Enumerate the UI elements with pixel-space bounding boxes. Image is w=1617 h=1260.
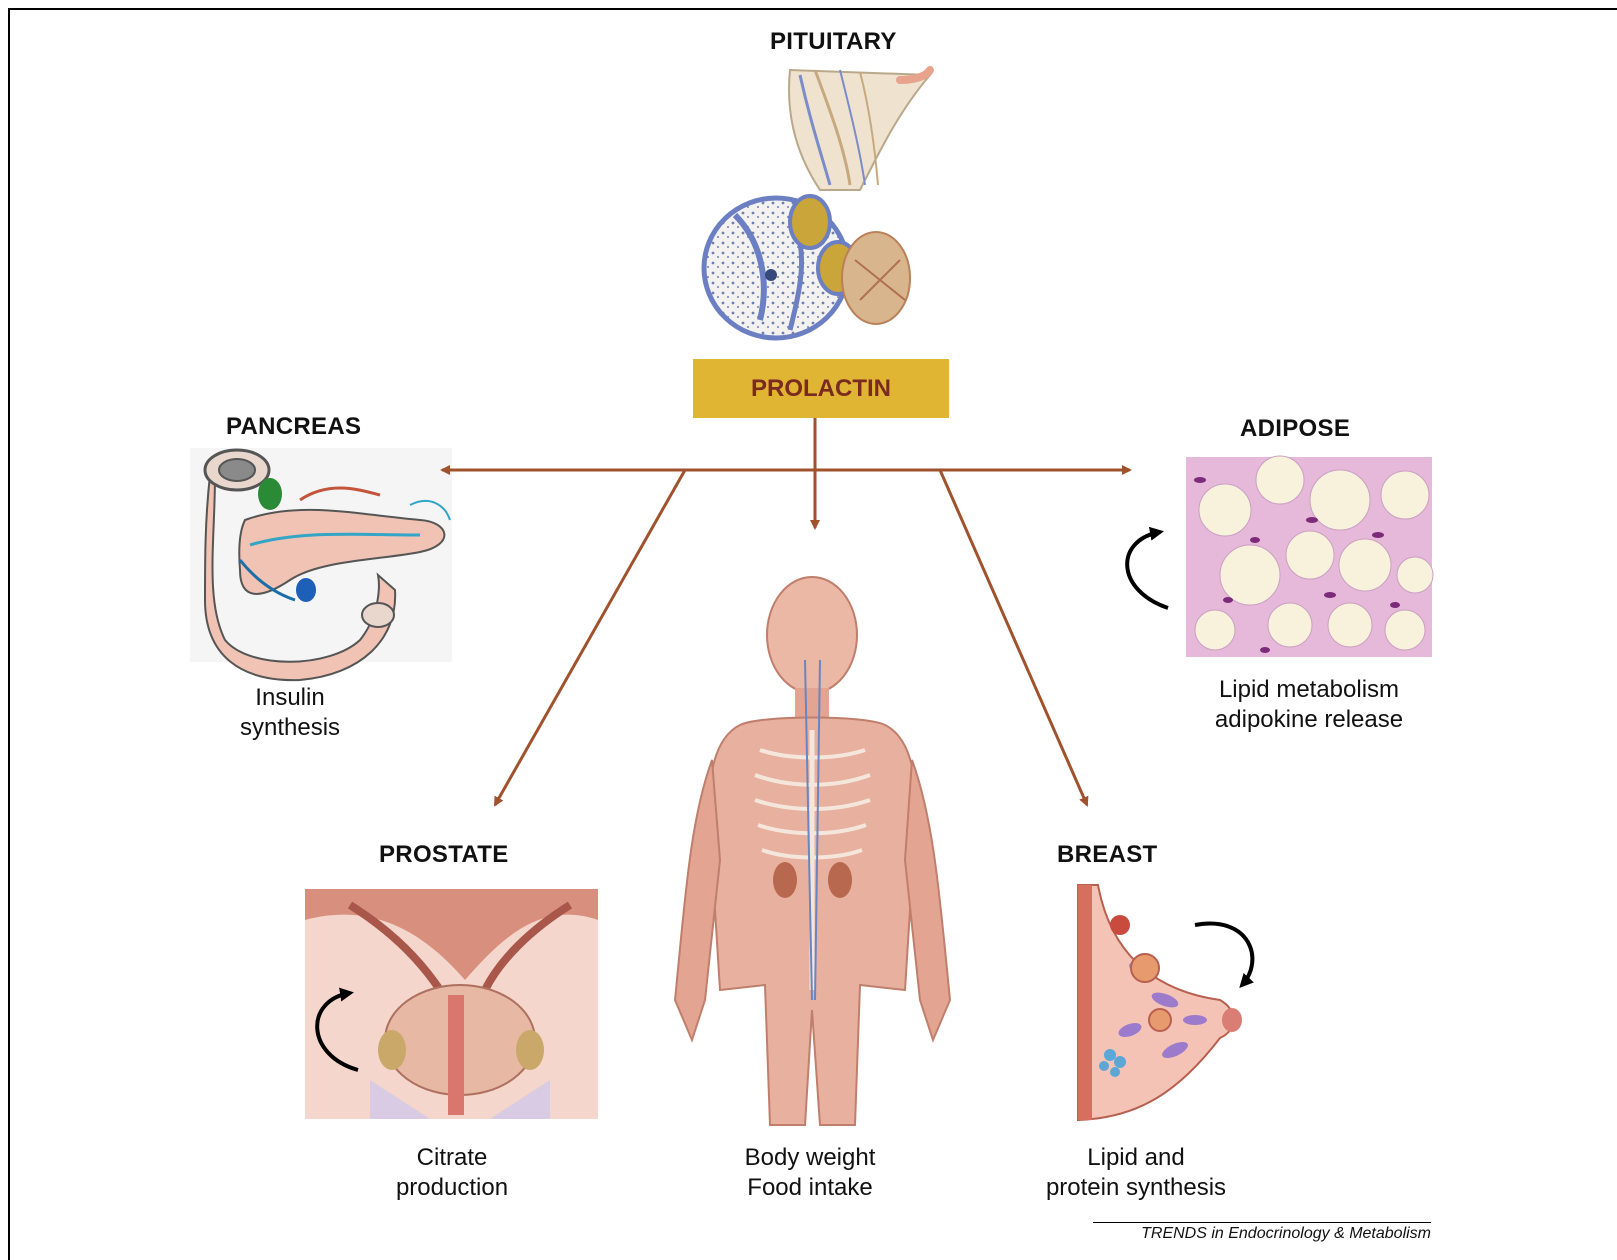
body-caption: Body weight Food intake <box>745 1143 876 1203</box>
adipose-loop-arrow <box>1127 532 1168 608</box>
pancreas-label: PANCREAS <box>226 413 361 441</box>
pituitary-illustration <box>704 70 930 338</box>
prostate-label: PROSTATE <box>379 841 509 869</box>
pancreas-caption-line-1: Insulin <box>240 683 340 713</box>
arrow-to-prostate <box>495 470 685 805</box>
breast-illustration <box>1078 885 1242 1120</box>
breast-caption-line-2: protein synthesis <box>1046 1173 1226 1203</box>
adipose-caption-line-1: Lipid metabolism <box>1215 675 1403 705</box>
prostate-caption: Citrate production <box>396 1143 508 1203</box>
pancreas-illustration <box>190 448 452 680</box>
body-caption-line-2: Food intake <box>745 1173 876 1203</box>
adipose-label: ADIPOSE <box>1240 415 1350 443</box>
prolactin-label: PROLACTIN <box>751 375 891 403</box>
body-illustration <box>675 577 950 1125</box>
adipose-caption-line-2: adipokine release <box>1215 705 1403 735</box>
journal-credit: TRENDS in Endocrinology & Metabolism <box>1093 1222 1431 1243</box>
arrow-to-breast <box>940 470 1087 805</box>
adipose-caption: Lipid metabolism adipokine release <box>1215 675 1403 735</box>
prostate-illustration <box>305 889 598 1119</box>
breast-caption-line-1: Lipid and <box>1046 1143 1226 1173</box>
prostate-caption-line-2: production <box>396 1173 508 1203</box>
pituitary-label: PITUITARY <box>770 28 897 56</box>
breast-loop-arrow <box>1195 924 1252 985</box>
breast-caption: Lipid and protein synthesis <box>1046 1143 1226 1203</box>
body-caption-line-1: Body weight <box>745 1143 876 1173</box>
prolactin-box: PROLACTIN <box>693 359 949 418</box>
prostate-caption-line-1: Citrate <box>396 1143 508 1173</box>
pancreas-caption: Insulin synthesis <box>240 683 340 743</box>
adipose-illustration <box>1186 456 1433 657</box>
pancreas-caption-line-2: synthesis <box>240 713 340 743</box>
breast-label: BREAST <box>1057 841 1157 869</box>
